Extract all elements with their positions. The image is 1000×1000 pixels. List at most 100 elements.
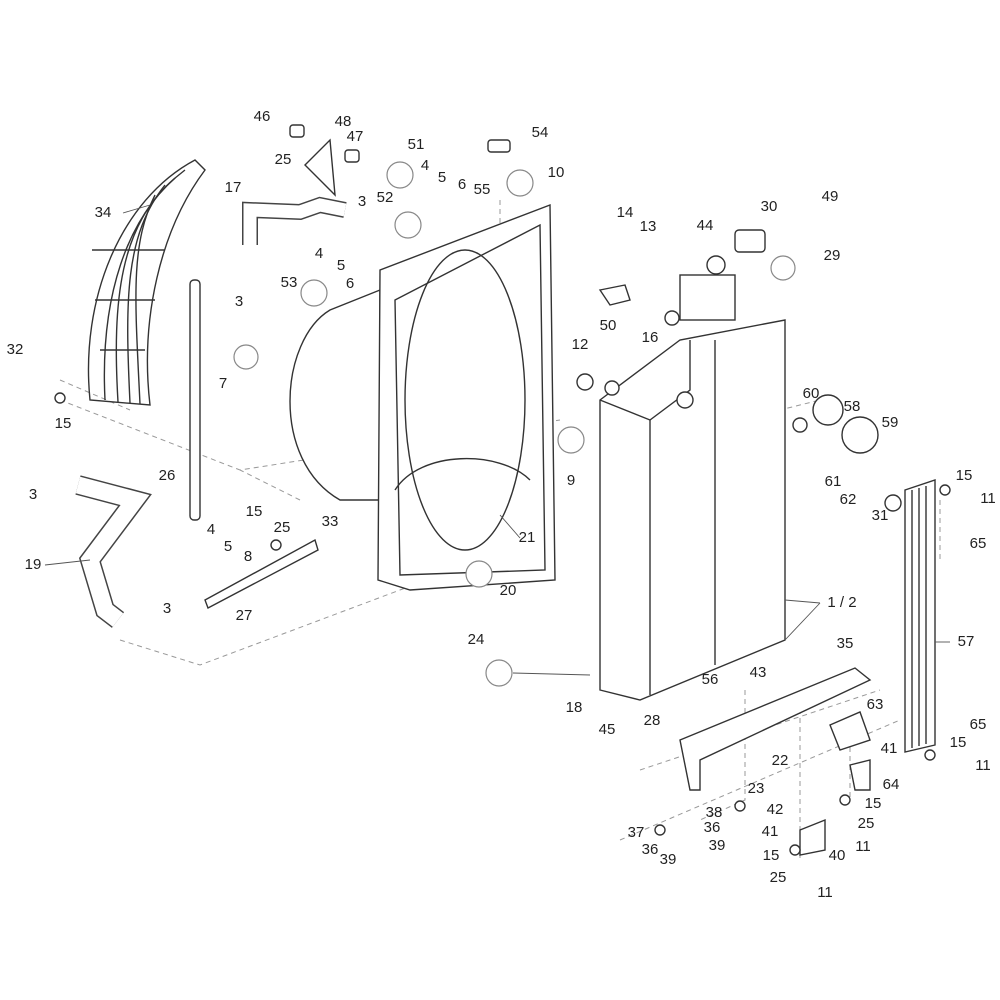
clip-icon	[770, 255, 796, 281]
part-label: 15	[950, 734, 967, 751]
part-label: 25	[275, 151, 292, 168]
part-label: 6	[458, 176, 466, 193]
part-label: 15	[956, 467, 973, 484]
part-label: 43	[750, 664, 767, 681]
part-label: 35	[837, 635, 854, 652]
small-parts	[54, 124, 951, 856]
part-label: 46	[254, 108, 271, 125]
clip-icon	[465, 560, 493, 588]
part-label: 25	[274, 519, 291, 536]
clip-icon	[386, 161, 414, 189]
part-label: 32	[7, 341, 24, 358]
part-label: 25	[770, 869, 787, 886]
part-label: 15	[55, 415, 72, 432]
part-label: 33	[322, 513, 339, 530]
part-label: 56	[702, 671, 719, 688]
part-label: 40	[829, 847, 846, 864]
part-label: 20	[500, 582, 517, 599]
oil-cooler	[904, 479, 936, 753]
part-label: 10	[548, 164, 565, 181]
part-label: 54	[532, 124, 549, 141]
part-label: 28	[644, 712, 661, 729]
part-label: 27	[236, 607, 253, 624]
part-label: 39	[709, 837, 726, 854]
part-label: 8	[244, 548, 252, 565]
part-label: 14	[617, 204, 634, 221]
part-label: 39	[660, 851, 677, 868]
part-label: 55	[474, 181, 491, 198]
part-label: 31	[872, 507, 889, 524]
part-label: 18	[566, 699, 583, 716]
part-label: 42	[767, 801, 784, 818]
part-label: 16	[642, 329, 659, 346]
part-label: 36	[642, 841, 659, 858]
part-label: 5	[438, 169, 446, 186]
part-label: 29	[824, 247, 841, 264]
part-label: 1 / 2	[827, 594, 856, 611]
part-label: 63	[867, 696, 884, 713]
part-label: 4	[315, 245, 323, 262]
part-label: 65	[970, 535, 987, 552]
part-label: 7	[219, 375, 227, 392]
support-bar	[204, 538, 319, 609]
part-label: 4	[207, 521, 215, 538]
part-label: 47	[347, 128, 364, 145]
part-label: 11	[975, 757, 991, 774]
part-label: 23	[748, 780, 765, 797]
part-label: 41	[762, 823, 779, 840]
clip-icon	[485, 659, 513, 687]
clip-icon	[300, 279, 328, 307]
part-label: 60	[803, 385, 820, 402]
part-label: 61	[825, 473, 842, 490]
clip-icon	[557, 426, 585, 454]
part-label: 52	[377, 189, 394, 206]
part-label: 26	[159, 467, 176, 484]
part-label: 9	[567, 472, 575, 489]
part-label: 22	[772, 752, 789, 769]
seal-strip	[189, 279, 201, 521]
part-label: 53	[281, 274, 298, 291]
part-label: 19	[25, 556, 42, 573]
part-label: 36	[704, 819, 721, 836]
leader-lines	[44, 204, 950, 676]
part-label: 37	[628, 824, 645, 841]
clip-icon	[394, 211, 422, 239]
clip-icon	[506, 169, 534, 197]
part-label: 58	[844, 398, 861, 415]
part-label: 34	[95, 204, 112, 221]
part-label: 15	[246, 503, 263, 520]
upper-hose-inner	[243, 198, 347, 245]
part-label: 17	[225, 179, 242, 196]
part-label: 13	[640, 218, 657, 235]
part-label: 62	[840, 491, 857, 508]
part-label: 15	[763, 847, 780, 864]
part-label: 6	[346, 275, 354, 292]
fan-guard	[87, 159, 206, 406]
part-label: 30	[761, 198, 778, 215]
part-label: 57	[958, 633, 975, 650]
part-label: 5	[224, 538, 232, 555]
part-label: 21	[519, 529, 536, 546]
part-label: 41	[881, 740, 898, 757]
part-label: 3	[235, 293, 243, 310]
part-label: 51	[408, 136, 425, 153]
part-label: 11	[855, 838, 871, 855]
part-label: 24	[468, 631, 485, 648]
clip-icon	[233, 344, 259, 370]
radiator	[599, 274, 786, 701]
part-label: 15	[865, 795, 882, 812]
part-label: 50	[600, 317, 617, 334]
part-label: 5	[337, 257, 345, 274]
bottom-plate	[679, 667, 872, 791]
part-label: 3	[29, 486, 37, 503]
part-label: 49	[822, 188, 839, 205]
part-label: 65	[970, 716, 987, 733]
part-label: 64	[883, 776, 900, 793]
clip-callouts	[233, 161, 796, 687]
part-label: 25	[858, 815, 875, 832]
part-label: 4	[421, 157, 429, 174]
part-label: 45	[599, 721, 616, 738]
part-label: 48	[335, 113, 352, 130]
